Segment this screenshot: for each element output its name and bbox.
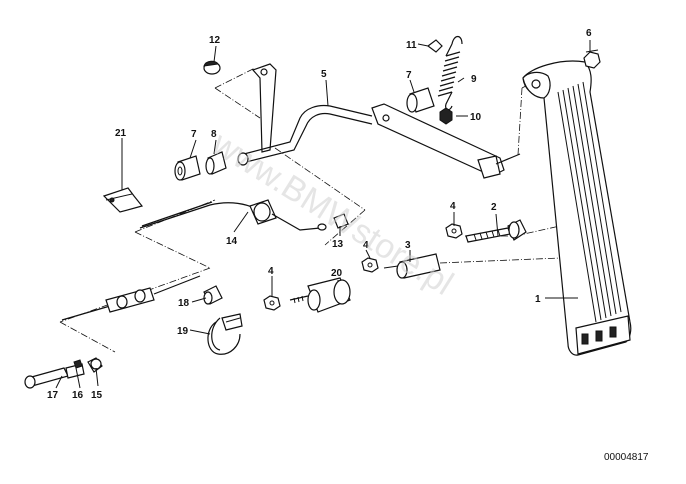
spring-clip <box>427 39 443 53</box>
end-parts-left <box>24 357 103 389</box>
reference-number: 00004817 <box>604 452 649 463</box>
callout-14: 14 <box>226 236 238 247</box>
callout-10: 10 <box>470 112 482 123</box>
grommet-18 <box>203 285 223 305</box>
callout-1: 1 <box>535 294 541 305</box>
stop-screw-2 <box>465 219 527 243</box>
callout-7b: 7 <box>191 129 197 140</box>
callout-13: 13 <box>332 239 344 250</box>
callout-labels: 1 2 3 4 4 4 5 6 7 7 8 9 10 11 12 13 14 1… <box>47 28 592 401</box>
accelerator-cable <box>139 199 349 231</box>
callout-8: 8 <box>211 129 217 140</box>
return-spring <box>437 35 463 111</box>
hex-nut-10 <box>439 107 453 125</box>
hex-nut-4-lower <box>263 295 281 311</box>
callout-5: 5 <box>321 69 327 80</box>
callout-7a: 7 <box>406 70 412 81</box>
callout-16: 16 <box>72 390 84 401</box>
callout-21: 21 <box>115 128 127 139</box>
bushing-right <box>406 87 435 113</box>
hex-nut-4-upper <box>445 223 463 239</box>
callout-4c: 4 <box>268 266 274 277</box>
accelerator-pedal <box>522 60 632 356</box>
switch-bracket-20 <box>289 277 351 313</box>
pedal-shaft-linkage <box>237 63 521 179</box>
hex-nut-4-middle <box>361 257 379 273</box>
callout-9: 9 <box>471 74 477 85</box>
callout-15: 15 <box>91 390 103 401</box>
lower-cable <box>61 275 201 321</box>
callout-3: 3 <box>405 240 411 251</box>
bushings-left <box>174 151 227 181</box>
callout-19: 19 <box>177 326 189 337</box>
cap-12 <box>203 60 221 75</box>
callout-2: 2 <box>491 202 497 213</box>
cable-holder-21 <box>102 187 144 213</box>
hose-clamp-19 <box>207 313 243 355</box>
nut-6 <box>583 49 601 69</box>
callout-4a: 4 <box>450 201 456 212</box>
callout-17: 17 <box>47 390 59 401</box>
callout-18: 18 <box>178 298 190 309</box>
callout-11: 11 <box>406 40 417 51</box>
callout-12: 12 <box>209 35 221 46</box>
callout-leaders <box>55 40 591 389</box>
callout-20: 20 <box>331 268 343 279</box>
callout-4b: 4 <box>363 240 369 251</box>
callout-6: 6 <box>586 28 592 39</box>
